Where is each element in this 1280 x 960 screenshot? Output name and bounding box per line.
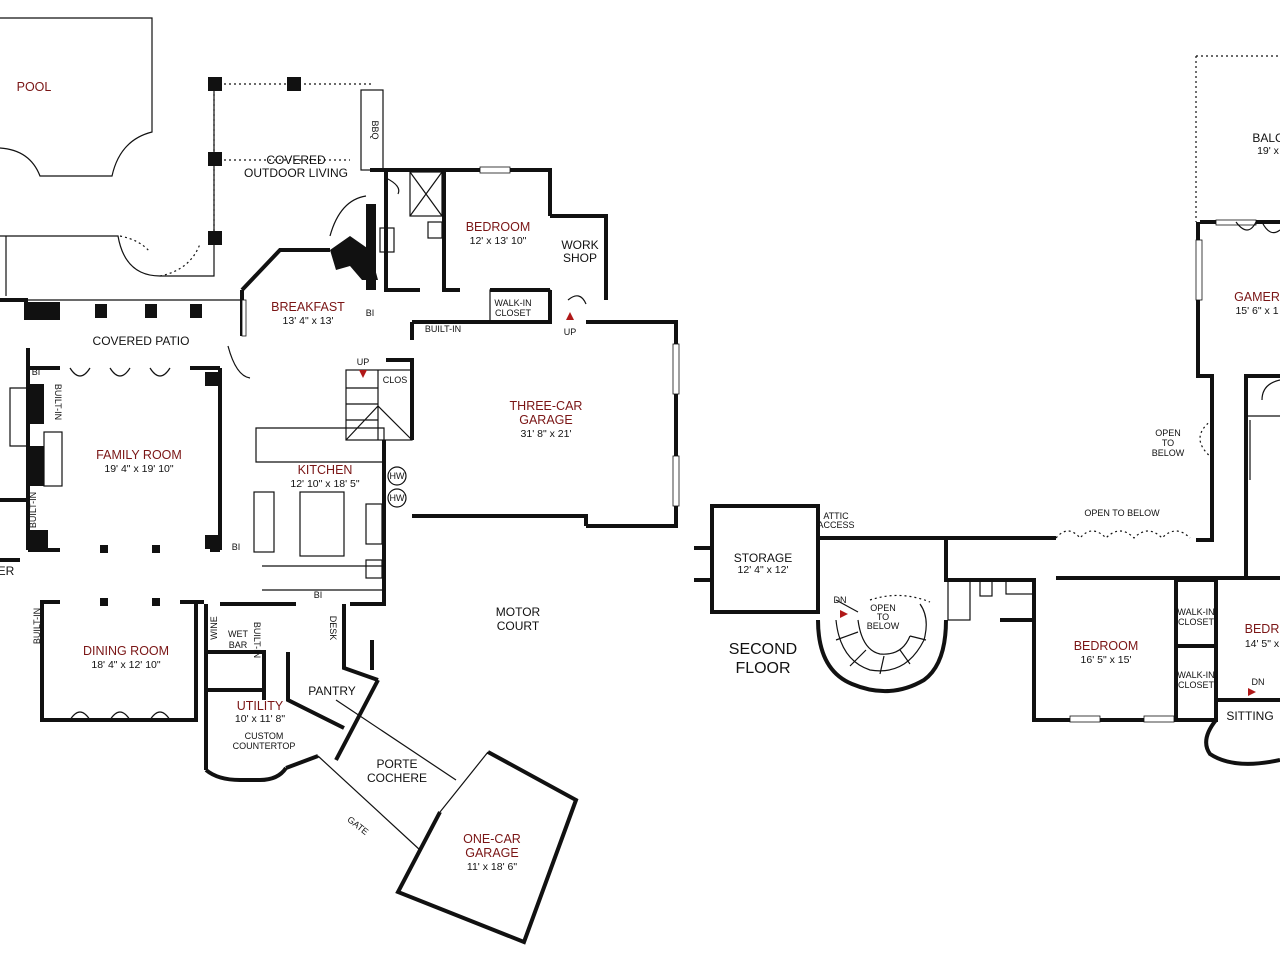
gameroom-label: GAMER xyxy=(1234,290,1280,304)
built-in-dining: BUILT-IN xyxy=(32,608,42,644)
dn-stair: DN xyxy=(834,595,847,605)
porte-cochere-label-2: COCHERE xyxy=(367,771,427,785)
pantry-label: PANTRY xyxy=(308,684,356,698)
open-to-below-stair-3: BELOW xyxy=(867,621,900,631)
wine-label: WINE xyxy=(209,616,219,640)
breakfast-size: 13' 4" x 13' xyxy=(283,315,334,327)
attic-access-2: ACCESS xyxy=(817,520,854,530)
sitting-label: SITTING xyxy=(1226,709,1273,723)
breakfast-label: BREAKFAST xyxy=(271,300,345,314)
main-stairs xyxy=(345,369,413,441)
custom-countertop-1: CUSTOM xyxy=(245,731,284,741)
attic-access-1: ATTIC xyxy=(823,511,849,521)
three-car-garage-label-1: THREE-CAR xyxy=(510,399,583,413)
second-floor-label-2: FLOOR xyxy=(735,660,790,677)
three-car-garage-label-2: GARAGE xyxy=(519,413,573,427)
bedroom-main-size: 12' x 13' 10" xyxy=(470,235,527,247)
open-to-below-right-3: BELOW xyxy=(1152,448,1185,458)
built-in-family-2: BUILT-IN xyxy=(28,492,38,528)
motor-court-label-1: MOTOR xyxy=(496,605,541,619)
walk-in-closet-upper-2a: WALK-IN xyxy=(1177,670,1214,680)
work-shop-label-2: SHOP xyxy=(563,251,597,265)
up-stairs: UP xyxy=(357,357,370,367)
open-to-below-stair-1: OPEN xyxy=(870,603,896,613)
walk-in-closet-upper-1b: CLOSET xyxy=(1178,617,1215,627)
kitchen-size: 12' 10" x 18' 5" xyxy=(290,478,360,490)
door-arcs xyxy=(69,177,587,721)
bedroom-upper-size: 16' 5" x 15' xyxy=(1081,654,1132,666)
balcony-size: 19' x xyxy=(1257,145,1280,157)
gameroom-size: 15' 6" x 1 xyxy=(1235,305,1278,317)
wet-bar-label-1: WET xyxy=(228,629,248,639)
open-to-below-right-1: OPEN xyxy=(1155,428,1181,438)
covered-outdoor-living-label-2: OUTDOOR LIVING xyxy=(244,166,348,180)
bi-kitchen: BI xyxy=(232,542,241,552)
three-car-garage-size: 31' 8" x 21' xyxy=(521,428,572,440)
wet-bar-label-2: BAR xyxy=(229,640,248,650)
desk-label: DESK xyxy=(328,616,338,641)
gate-label: GATE xyxy=(345,814,370,837)
bedroom-main-label: BEDROOM xyxy=(466,220,531,234)
one-car-garage-walls xyxy=(317,699,579,945)
open-to-below-stair-2: TO xyxy=(877,612,889,622)
work-shop-label-1: WORK xyxy=(561,238,598,252)
one-car-garage-label-1: ONE-CAR xyxy=(463,832,521,846)
second-floor-walls xyxy=(694,220,1280,766)
bi-hall: BI xyxy=(314,590,323,600)
first-floor-walls xyxy=(0,168,678,782)
family-room-label: FAMILY ROOM xyxy=(96,448,182,462)
bedroom-upper-label: BEDROOM xyxy=(1074,639,1139,653)
open-to-below-bridge: OPEN TO BELOW xyxy=(1084,508,1160,518)
garage-windows xyxy=(241,166,680,507)
porte-cochere-label-1: PORTE xyxy=(376,757,417,771)
bi-family: BI xyxy=(32,367,41,377)
storage-size: 12' 4" x 12' xyxy=(738,564,789,576)
bedroom-right-size: 14' 5" x xyxy=(1245,638,1280,650)
kitchen-label: KITCHEN xyxy=(298,463,353,477)
open-to-below-right-2: TO xyxy=(1162,438,1174,448)
up-workshop: UP xyxy=(564,327,577,337)
kitchen-fixtures xyxy=(253,427,407,591)
built-in-family-1: BUILT-IN xyxy=(53,384,63,420)
bedroom-right-label: BEDR xyxy=(1245,622,1280,636)
utility-label: UTILITY xyxy=(237,699,284,713)
one-car-garage-size: 11' x 18' 6" xyxy=(467,861,517,873)
custom-countertop-2: COUNTERTOP xyxy=(233,741,296,751)
second-floor-label-1: SECOND xyxy=(729,641,797,658)
bi-breakfast: BI xyxy=(366,308,375,318)
walk-in-closet-main-2: CLOSET xyxy=(495,308,532,318)
shower xyxy=(409,171,443,217)
pool-label: POOL xyxy=(17,80,52,94)
storage-label: STORAGE xyxy=(734,551,792,565)
fireplace-hearth xyxy=(43,431,63,487)
kitchen-island xyxy=(299,491,345,557)
hw-2: HW xyxy=(390,493,405,503)
motor-court-label-2: COURT xyxy=(497,619,540,633)
entry-label-cut: ER xyxy=(0,564,15,578)
walk-in-closet-upper-2b: CLOSET xyxy=(1178,680,1215,690)
outdoor-posts xyxy=(208,77,301,245)
bbq-label: BBQ xyxy=(370,120,380,139)
built-in-main: BUILT-IN xyxy=(425,324,461,334)
built-in-bar: BUILT-IN xyxy=(252,622,262,658)
family-room-size: 19' 4" x 19' 10" xyxy=(104,463,174,475)
one-car-garage-label-2: GARAGE xyxy=(465,846,519,860)
patio-columns xyxy=(24,302,219,606)
walk-in-closet-upper-1a: WALK-IN xyxy=(1177,607,1214,617)
balcony-label: BALC xyxy=(1252,131,1280,145)
dining-room-label: DINING ROOM xyxy=(83,644,169,658)
clos-label: CLOS xyxy=(383,375,408,385)
covered-outdoor-living-label-1: COVERED xyxy=(266,153,326,167)
spiral-stair xyxy=(835,594,931,675)
hw-1: HW xyxy=(390,471,405,481)
dn-sitting: DN xyxy=(1252,677,1265,687)
walk-in-closet-main-1: WALK-IN xyxy=(494,298,531,308)
breakfast-fireplace xyxy=(329,195,378,290)
dining-room-size: 18' 4" x 12' 10" xyxy=(91,659,161,671)
utility-size: 10' x 11' 8" xyxy=(235,713,285,725)
covered-patio-label: COVERED PATIO xyxy=(93,334,190,348)
